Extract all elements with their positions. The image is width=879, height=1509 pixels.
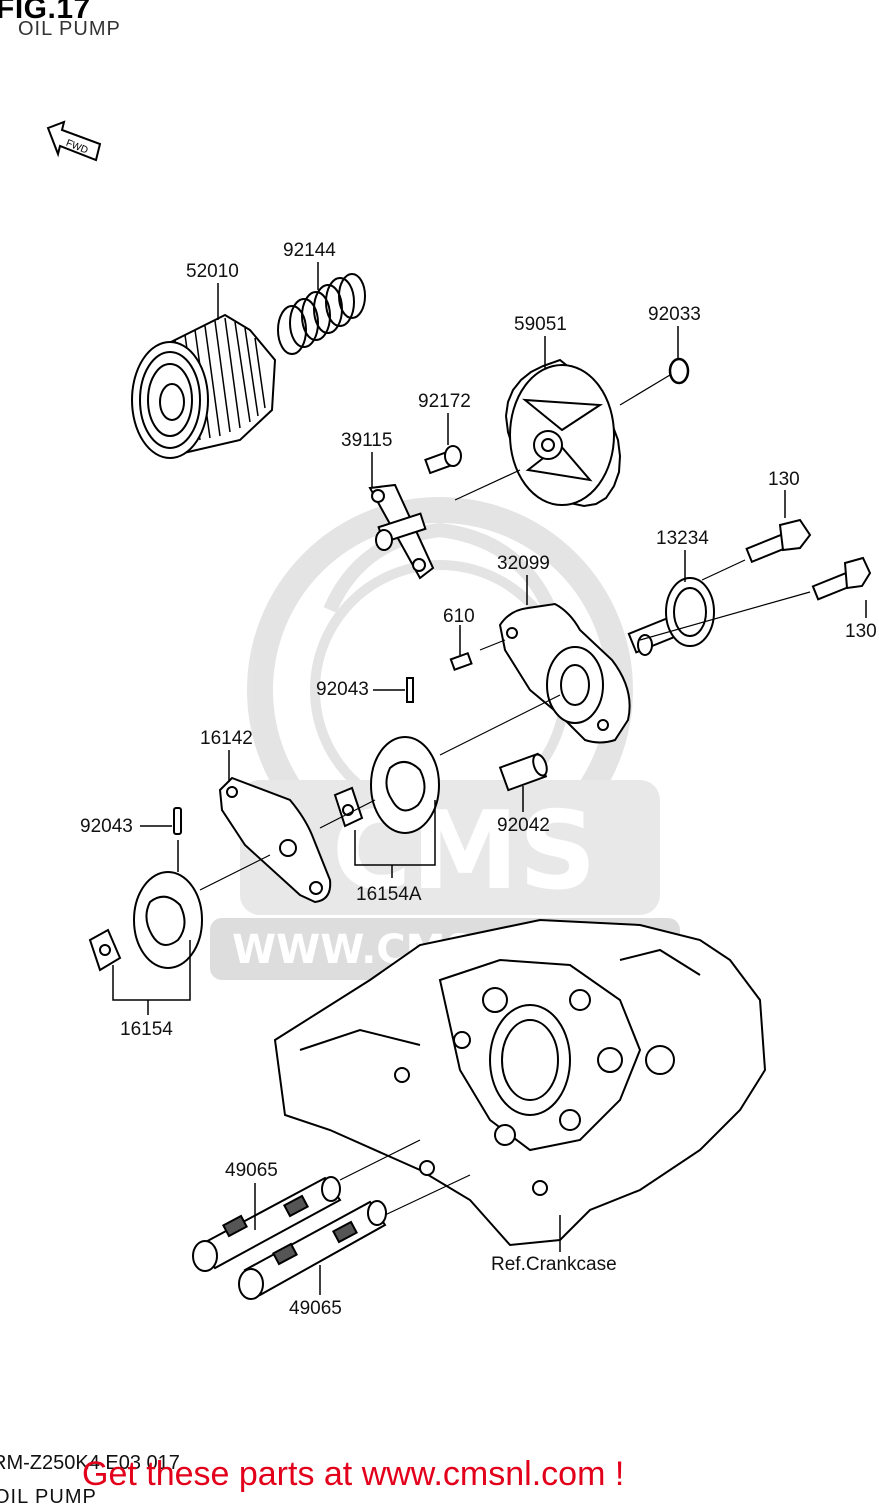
diagram-code: RM-Z250K4 E03 017	[0, 1452, 180, 1474]
label-16154A: 16154A	[356, 884, 422, 905]
label-ref-crankcase: Ref.Crankcase	[491, 1254, 617, 1275]
figure-subtitle: OIL PUMP	[18, 18, 121, 40]
label-32099: 32099	[497, 553, 550, 574]
bolt-92172	[424, 445, 462, 475]
label-92144: 92144	[283, 240, 336, 261]
label-52010: 52010	[186, 261, 239, 282]
spring-92144	[277, 273, 366, 355]
label-130-lower: 130	[845, 621, 877, 642]
pump-sprocket-59051	[504, 358, 622, 508]
label-16154: 16154	[120, 1019, 173, 1040]
label-92033: 92033	[648, 304, 701, 325]
forward-arrow-icon: FWD	[46, 120, 104, 171]
label-92042: 92042	[497, 815, 550, 836]
pump-gear-13234	[627, 577, 715, 656]
inner-rotor-16154	[88, 928, 122, 972]
crankcase	[273, 918, 767, 1247]
label-16142: 16142	[200, 728, 253, 749]
label-610: 610	[443, 606, 475, 627]
dowel-shaft-49065-lower	[238, 1200, 387, 1300]
leader-lines	[112, 262, 867, 1295]
bushing-92042	[498, 752, 548, 792]
outer-rotor	[370, 736, 440, 834]
inner-rotor-16154A	[333, 786, 364, 828]
watermark-logo: CMS WWW.CMSNL.COM	[210, 497, 680, 980]
label-92172: 92172	[418, 391, 471, 412]
circlip-92033	[668, 357, 690, 385]
dowel-pin-610	[449, 651, 473, 671]
label-130-upper: 130	[768, 469, 800, 490]
label-92043-upper: 92043	[316, 679, 369, 700]
pump-cover-plate-16142	[218, 776, 332, 904]
label-13234: 13234	[656, 528, 709, 549]
bolt-130-upper	[745, 518, 812, 564]
dowel-shaft-49065-upper	[192, 1176, 342, 1272]
label-92043-lower: 92043	[80, 816, 133, 837]
outer-rotor-16154	[133, 871, 203, 969]
pump-body-32099	[498, 602, 631, 744]
pin-92043-lower	[173, 807, 182, 835]
pump-shaft-39115	[368, 483, 435, 580]
label-59051: 59051	[514, 314, 567, 335]
figure-title: FIG.17	[0, 0, 91, 25]
label-49065-upper: 49065	[225, 1160, 278, 1181]
label-39115: 39115	[341, 430, 393, 451]
bolt-130-lower	[811, 556, 872, 601]
label-49065-lower: 49065	[289, 1298, 342, 1319]
pin-92043-upper	[406, 677, 414, 703]
cta-banner: Get these parts at www.cmsnl.com !	[82, 1455, 625, 1493]
oil-filter-52010	[131, 313, 277, 459]
